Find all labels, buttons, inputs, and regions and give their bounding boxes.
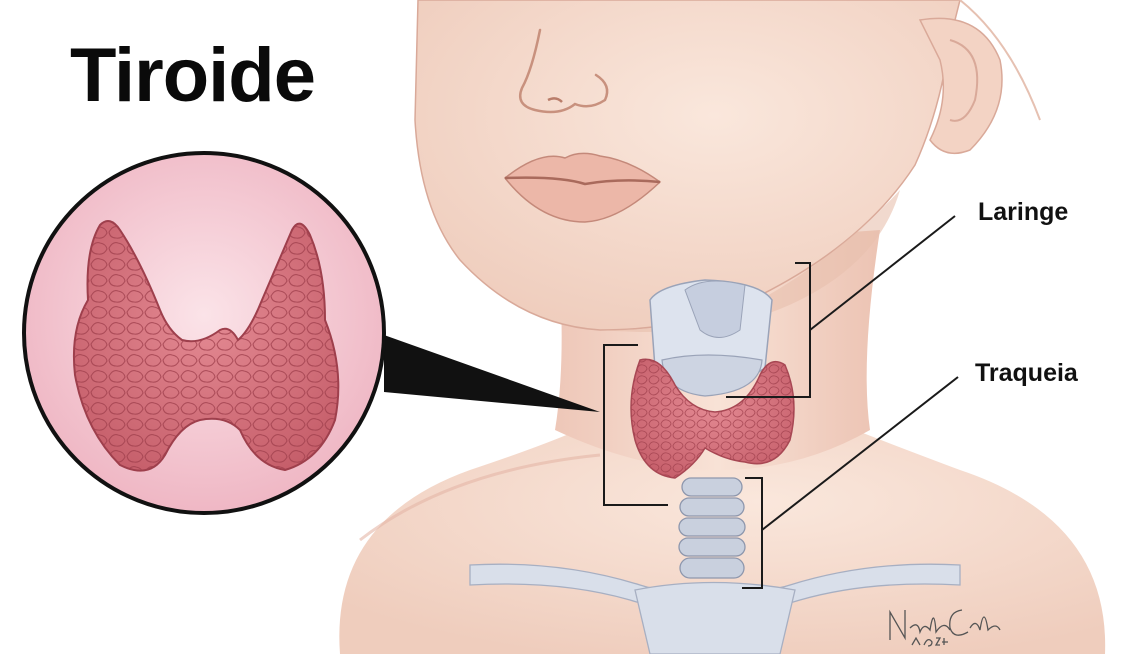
page-title: Tiroide <box>70 38 315 114</box>
trachea-shape <box>679 478 745 578</box>
inset-magnifier <box>24 153 384 513</box>
face <box>415 0 960 330</box>
trachea-label: Traqueia <box>975 361 1078 386</box>
larynx-label: Laringe <box>978 200 1068 225</box>
